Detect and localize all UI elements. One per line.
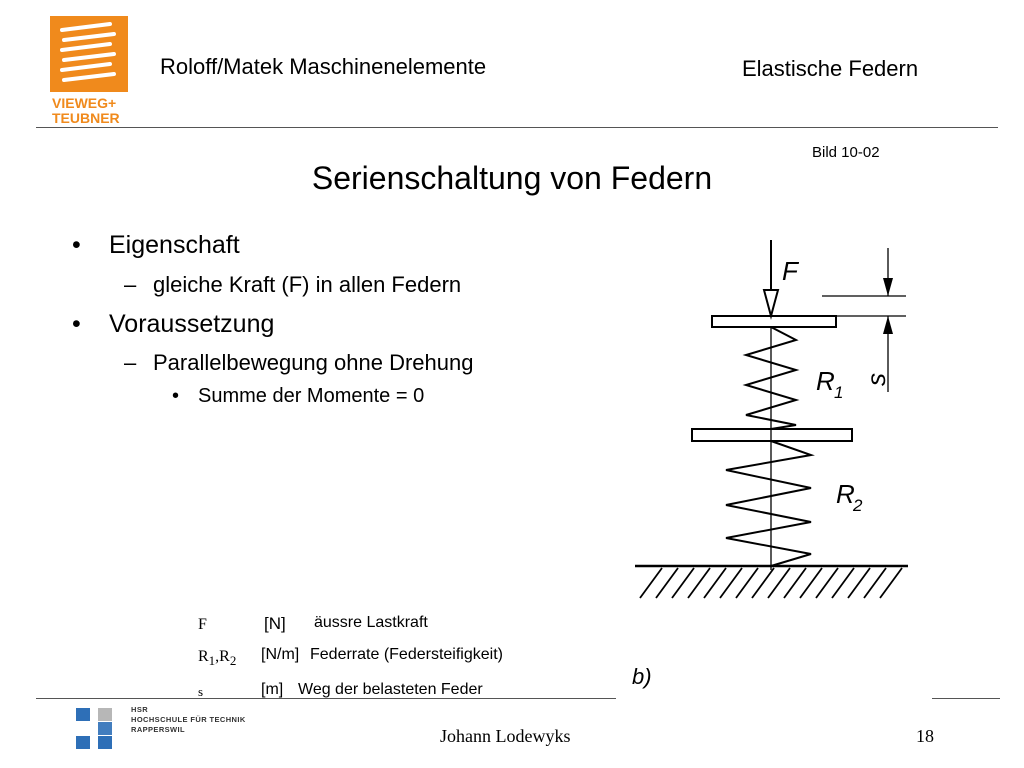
hsr-institution-name: HSR HOCHSCHULE FÜR TECHNIK RAPPERSWIL bbox=[131, 705, 246, 734]
header-right-title: Elastische Federn bbox=[742, 56, 919, 81]
legend-desc-f: äussre Lastkraft bbox=[314, 614, 428, 631]
dim-arrowhead-top bbox=[883, 278, 893, 296]
label-r2-sub: 2 bbox=[852, 496, 863, 515]
force-arrow-head bbox=[762, 289, 780, 320]
bullet-1-sub-1: – gleiche Kraft (F) in allen Federn bbox=[124, 272, 461, 298]
footer-author: Johann Lodewyks bbox=[440, 726, 571, 746]
dash: – bbox=[124, 350, 137, 375]
footer-divider-right bbox=[932, 698, 1000, 699]
spring-r2 bbox=[725, 440, 815, 567]
bullet-2-sub-1-text: Parallelbewegung ohne Drehung bbox=[153, 350, 474, 375]
legend-row-rate: R1,R2 [N/m] Federrate (Federsteifigkeit) bbox=[198, 646, 538, 672]
footer-divider-left bbox=[36, 698, 616, 699]
legend-desc-r: Federrate (Federsteifigkeit) bbox=[310, 646, 503, 663]
bullet-dot: • bbox=[72, 231, 81, 259]
label-r1-sub: 1 bbox=[834, 383, 843, 402]
bullet-2-text: Voraussetzung bbox=[109, 310, 275, 338]
hsr-logo bbox=[74, 706, 122, 752]
legend-unit-f: [N] bbox=[264, 614, 286, 633]
ground-hatching bbox=[639, 567, 903, 599]
bullet-2-subsub-1-text: Summe der Momente = 0 bbox=[198, 385, 425, 407]
label-force: F bbox=[782, 256, 800, 286]
legend-unit-s: [m] bbox=[261, 681, 284, 698]
legend-desc-s: Weg der belasteten Feder bbox=[298, 681, 483, 698]
bullet-1: • Eigenschaft bbox=[72, 231, 240, 260]
legend-symbol-s: s bbox=[198, 684, 204, 699]
bullet-2-subsub-1: • Summe der Momente = 0 bbox=[172, 385, 424, 408]
logo-line-2: TEUBNER bbox=[52, 110, 120, 126]
header-divider bbox=[36, 127, 998, 128]
page-number: 18 bbox=[916, 726, 934, 746]
small-bullet-dot: • bbox=[172, 385, 180, 407]
bullet-2: • Voraussetzung bbox=[72, 310, 274, 339]
legend-row-force: F [N] äussre Lastkraft bbox=[198, 614, 538, 636]
dim-arrowhead-bottom bbox=[883, 316, 893, 334]
figure-reference: Bild 10-02 bbox=[812, 144, 880, 161]
spring-series-figure: F R 1 R 2 s b) bbox=[620, 230, 920, 700]
legend-symbol-f: F bbox=[198, 616, 207, 633]
legend-unit-r: [N/m] bbox=[261, 646, 300, 663]
middle-plate bbox=[691, 428, 853, 442]
header-left-title: Roloff/Matek Maschinenelemente bbox=[160, 54, 487, 79]
top-plate bbox=[711, 315, 837, 328]
label-panel: b) bbox=[632, 664, 652, 689]
legend-symbol-r: R1,R2 bbox=[198, 648, 237, 669]
bullet-1-text: Eigenschaft bbox=[109, 231, 240, 259]
bullet-2-sub-1: – Parallelbewegung ohne Drehung bbox=[124, 350, 473, 376]
label-r2: R bbox=[836, 479, 855, 509]
label-r1: R bbox=[816, 366, 835, 396]
legend-row-travel: s [m] Weg der belasteten Feder bbox=[198, 681, 538, 703]
slide-title: Serienschaltung von Federn bbox=[311, 160, 713, 196]
bullet-1-sub-1-text: gleiche Kraft (F) in allen Federn bbox=[153, 272, 462, 297]
logo-line-1: VIEWEG+ bbox=[52, 95, 116, 111]
vieweg-teubner-logo: VIEWEG+ TEUBNER bbox=[50, 16, 130, 126]
label-travel: s bbox=[861, 373, 891, 386]
spring-r1 bbox=[742, 326, 800, 430]
bullet-dot: • bbox=[72, 310, 81, 338]
dash: – bbox=[124, 272, 137, 297]
